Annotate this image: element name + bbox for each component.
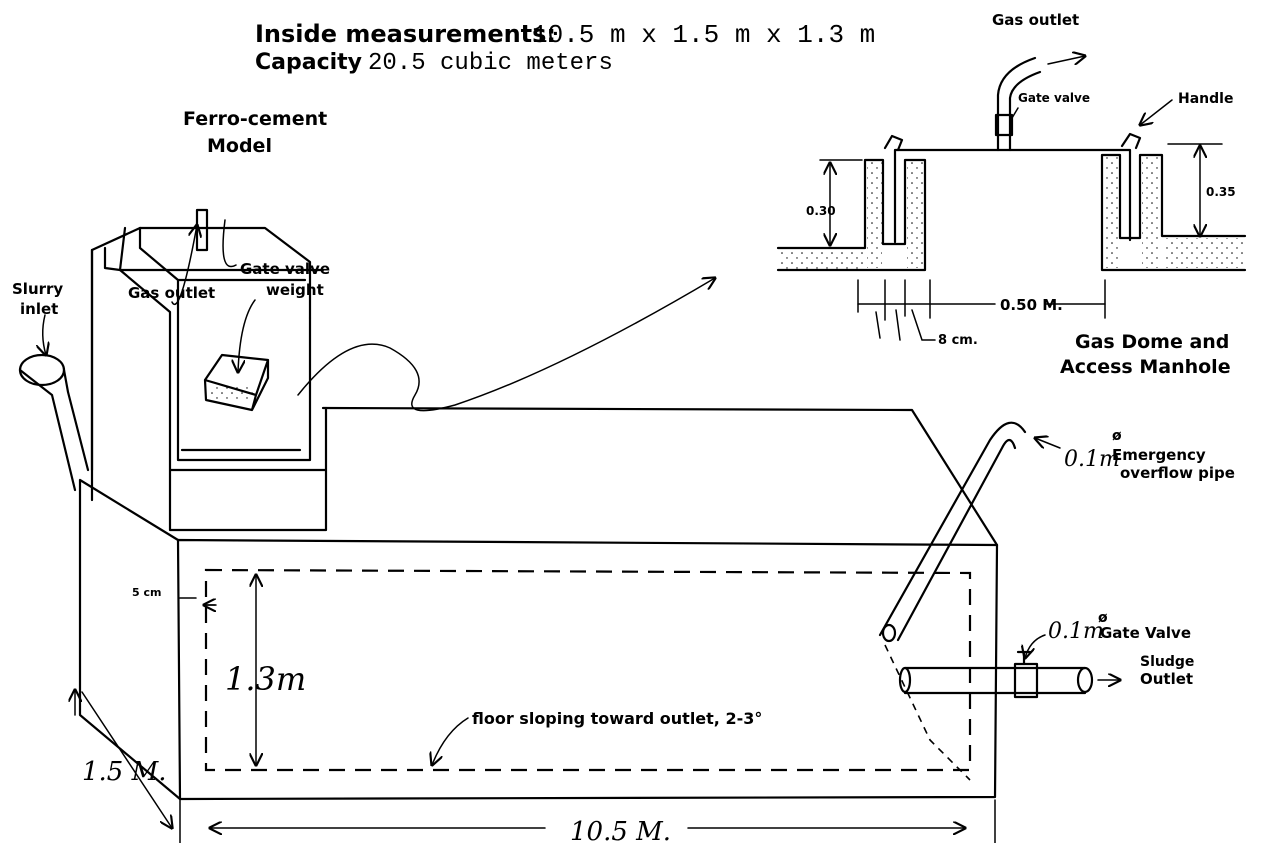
height-label: 1.3m: [225, 660, 306, 698]
sludge-pipe-outlet: [1076, 666, 1094, 694]
capacity-label: Capacity: [255, 50, 362, 75]
detail-labels: Gas outlet Gate valve Handle 0.30 0.35 0…: [806, 11, 1236, 378]
tank-labels: Slurry inlet Gas outlet Gate valve weigh…: [12, 260, 1235, 843]
tank-top-edge: [321, 406, 999, 547]
slurry-inlet-funnel: [18, 353, 66, 387]
sludge-valve-leader: [1025, 634, 1046, 658]
sludge-valve-label: Gate Valve: [1100, 624, 1191, 642]
overflow-pipe-end: [881, 623, 897, 643]
overflow-diameter-label: 0.1m: [1064, 447, 1120, 472]
gas-outlet-label: Gas outlet: [128, 284, 215, 302]
length-label: 10.5 M.: [570, 817, 671, 843]
weight-leader: [222, 219, 256, 372]
detail-left-wall: [776, 158, 927, 272]
sludge-gate-valve: [1013, 662, 1039, 699]
weight-block-stipple: [208, 384, 254, 402]
slurry-inlet-label-2: inlet: [20, 300, 58, 318]
floor-note-leader: [432, 717, 469, 765]
overflow-diameter-symbol: ø: [1112, 428, 1122, 444]
detail-right-wall-stipple: [1104, 157, 1119, 268]
detail-gas-outlet-pipe: [996, 56, 1042, 152]
detail-dim-left-label: 0.30: [806, 204, 836, 218]
detail-title-line2: Access Manhole: [1060, 356, 1231, 378]
slurry-inlet-pipe: [18, 368, 90, 492]
detail-left-slab-stipple: [780, 250, 863, 269]
sludge-valve-diameter-symbol: ø: [1098, 610, 1108, 626]
sludge-outlet-label-2: Outlet: [1140, 670, 1193, 688]
manhole-box: [118, 268, 328, 532]
detail-gate-valve: [994, 113, 1014, 137]
detail-left-wall-stipple: [867, 162, 882, 268]
detail-right-slab-stipple: [1164, 238, 1244, 268]
header: Inside measurements: 10.5 m x 1.5 m x 1.…: [183, 20, 875, 157]
overflow-leader: [1035, 438, 1061, 448]
floor-note-label: floor sloping toward outlet, 2-3°: [472, 709, 762, 728]
detail-title-line1: Gas Dome and: [1075, 331, 1229, 353]
measurements-label: Inside measurements:: [255, 20, 556, 48]
gas-dome-cover: [138, 226, 312, 462]
detail-gate-leader: [1011, 107, 1019, 119]
sludge-outlet-label-1: Sludge: [1140, 654, 1194, 670]
detail-dim-right-label: 0.35: [1206, 185, 1236, 199]
overflow-label-2: overflow pipe: [1120, 464, 1235, 482]
sludge-pipe-inlet: [898, 666, 912, 694]
wall-thickness-label: 5 cm: [132, 586, 161, 599]
slurry-inlet-leader: [43, 314, 46, 355]
detail-right-wall: [1100, 153, 1247, 272]
model-title-line1: Ferro-cement: [183, 108, 327, 130]
digester-tank: [18, 208, 1120, 843]
width-label: 1.5 M.: [82, 757, 167, 787]
tank-side-face: [78, 248, 182, 801]
detail-handle-label: Handle: [1178, 91, 1233, 107]
inner-wall-dashed: [204, 568, 972, 772]
inlet-housing: [90, 226, 142, 502]
capacity-value: 20.5 cubic meters: [368, 50, 613, 77]
slurry-inlet-label-1: Slurry: [12, 280, 63, 298]
gate-valve-weight-label-2: weight: [266, 281, 324, 299]
sludge-valve-diameter-label: 0.1m: [1048, 619, 1104, 644]
detail-dim-width-label: 0.50 M.: [1000, 296, 1063, 314]
gas-dome-detail: [776, 56, 1247, 341]
detail-dome-cover: [893, 148, 1132, 244]
dome-gas-outlet-pipe: [195, 208, 209, 252]
detail-callout-arrow: [297, 278, 715, 412]
detail-left-wall2-stipple: [907, 162, 924, 268]
overflow-hidden-lines: [884, 644, 971, 781]
detail-handle-leader: [1140, 99, 1173, 125]
gate-valve-weight-label-1: Gate valve: [240, 260, 330, 278]
gas-outlet-leader: [171, 225, 197, 305]
detail-gas-outlet-label: Gas outlet: [992, 11, 1079, 29]
overflow-pipe: [878, 421, 1027, 642]
model-title-line2: Model: [207, 135, 272, 157]
detail-dim-gap-label: 8 cm.: [938, 333, 978, 348]
detail-gate-valve-label: Gate valve: [1018, 91, 1090, 105]
detail-dim-ticks: [857, 279, 1106, 321]
overflow-label-1: Emergency: [1112, 446, 1206, 464]
detail-handles: [883, 132, 1142, 152]
measurements-value: 10.5 m x 1.5 m x 1.3 m: [532, 20, 875, 50]
sludge-outlet-pipe: [903, 666, 1087, 695]
wall-dimension-line: [179, 597, 217, 606]
detail-gap-leader: [875, 309, 936, 341]
width-dimension-line: [75, 690, 172, 828]
sludge-valve-stem: [1016, 650, 1032, 666]
manhole-collar: [138, 226, 312, 320]
detail-right-wall2-stipple: [1142, 157, 1160, 268]
detail-gas-flow-arrow: [1047, 56, 1085, 64]
